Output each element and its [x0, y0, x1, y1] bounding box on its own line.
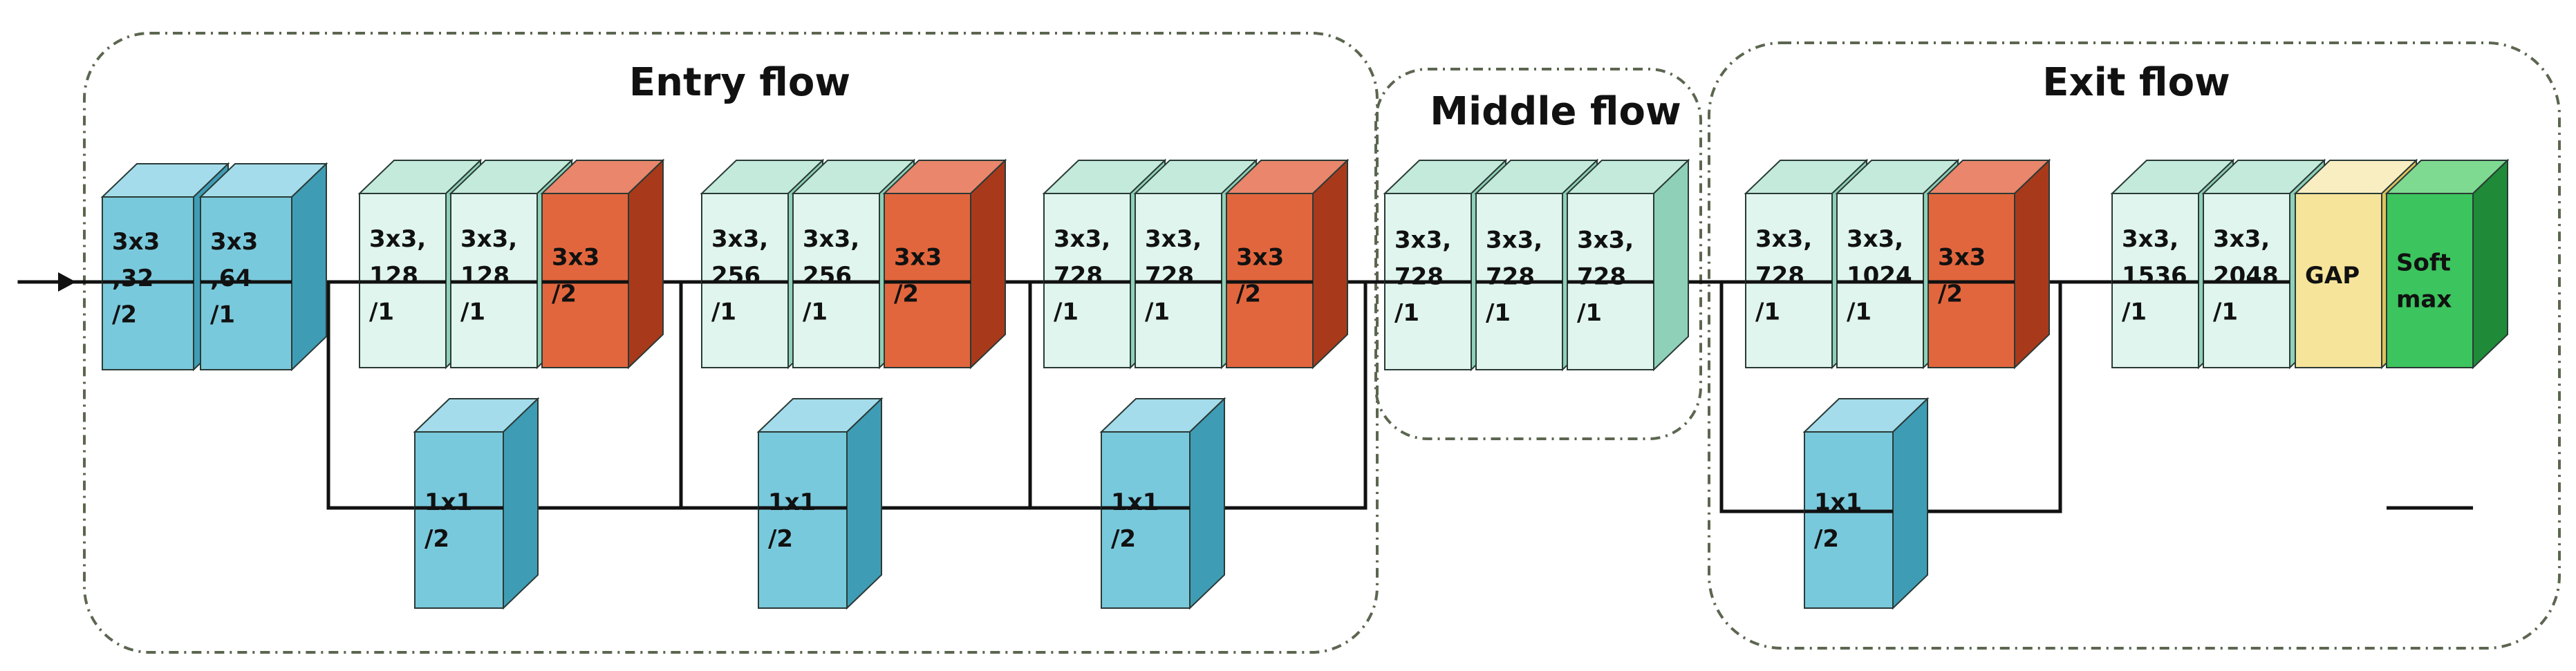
block-e3a-label-1: 3x3, [1054, 225, 1110, 253]
block-m2-label-1: 3x3, [1486, 227, 1542, 254]
block-c1-label-1: 3x3 [112, 228, 160, 256]
block-e2a-label-1: 3x3, [711, 225, 768, 253]
input-arrow-icon [58, 272, 76, 292]
block-s2-label-2: /2 [768, 525, 793, 553]
block-s1-side-face [503, 397, 539, 610]
block-e1p-side-face [628, 158, 664, 370]
block-soft-label-1: Soft [2396, 249, 2451, 277]
block-gap-label-1: GAP [2305, 262, 2360, 290]
block-e2a-label-3: /1 [711, 299, 736, 326]
block-e3a-label-3: /1 [1054, 299, 1079, 326]
block-x4-label-3: /1 [2213, 299, 2238, 326]
block-s4: 1x1/2 [1802, 397, 1930, 610]
section-middle-box [1374, 68, 1702, 440]
block-s2-label-1: 1x1 [768, 489, 816, 516]
block-e1a-label-2: 128 [369, 262, 418, 290]
block-x1-label-1: 3x3, [1755, 225, 1812, 253]
block-m1-label-1: 3x3, [1394, 227, 1451, 254]
block-x1-label-2: 728 [1755, 262, 1804, 290]
block-e2b-label-1: 3x3, [803, 225, 859, 253]
block-xp-label-1: 3x3 [1938, 244, 1986, 272]
block-soft-front-face [2386, 193, 2474, 368]
block-s4-label-2: /2 [1814, 525, 1839, 553]
block-m3-label-1: 3x3, [1577, 227, 1634, 254]
block-e2a-label-2: 256 [711, 262, 760, 290]
block-gap-front-face [2295, 193, 2382, 368]
block-m2-label-3: /1 [1486, 299, 1511, 327]
block-e3p-side-face [1312, 158, 1348, 370]
block-s1-label-1: 1x1 [424, 489, 472, 516]
block-s1: 1x1/2 [413, 397, 540, 610]
block-c2-label-3: /1 [210, 301, 235, 329]
section-exit-title: Exit flow [2042, 60, 2230, 105]
block-xp-label-2: /2 [1938, 280, 1963, 308]
block-e1b-label-3: /1 [460, 299, 485, 326]
section-middle-title: Middle flow [1430, 89, 1681, 134]
block-x2-label-3: /1 [1847, 299, 1872, 326]
block-e1a-label-1: 3x3, [369, 225, 426, 253]
block-m2-label-2: 728 [1486, 263, 1535, 290]
block-s1-front-face [414, 431, 504, 609]
block-e1p-label-1: 3x3 [552, 244, 599, 272]
block-x2-label-1: 3x3, [1847, 225, 1903, 253]
block-e3p-label-1: 3x3 [1236, 244, 1284, 272]
block-e3b-label-2: 728 [1145, 262, 1194, 290]
block-m1-label-3: /1 [1394, 299, 1419, 327]
block-x4-label-2: 2048 [2213, 262, 2279, 290]
block-c2: 3x3 ,64/1 [198, 162, 328, 372]
block-e3p: 3x3/2 [1224, 158, 1350, 370]
block-s4-front-face [1804, 431, 1894, 609]
block-x3-label-2: 1536 [2122, 262, 2187, 290]
block-e3p-label-2: /2 [1236, 280, 1261, 308]
section-entry-title: Entry flow [629, 60, 850, 105]
block-e2b-label-2: 256 [803, 262, 852, 290]
block-xp: 3x3/2 [1926, 158, 2051, 370]
block-s3-label-2: /2 [1111, 525, 1136, 553]
block-s3-label-1: 1x1 [1111, 489, 1159, 516]
block-c1-label-2: ,32 [112, 265, 153, 292]
block-s2: 1x1/2 [756, 397, 884, 610]
block-m3-label-2: 728 [1577, 263, 1626, 290]
block-m3: 3x3, 728/1 [1565, 158, 1690, 372]
section-exit-box [1708, 41, 2561, 650]
block-x1-label-3: /1 [1755, 299, 1780, 326]
block-e2p-side-face [970, 158, 1006, 370]
block-soft-label-2: max [2396, 285, 2452, 313]
block-c2-label-2: ,64 [210, 265, 252, 292]
block-e1b-label-1: 3x3, [460, 225, 517, 253]
block-s2-front-face [758, 431, 848, 609]
block-e2p-label-1: 3x3 [894, 244, 942, 272]
block-c2-side-face [291, 162, 327, 372]
block-c1-label-3: /2 [112, 301, 137, 329]
block-e1b-label-2: 128 [460, 262, 510, 290]
block-m3-label-3: /1 [1577, 299, 1602, 327]
block-c2-label-1: 3x3 [210, 228, 258, 256]
block-s4-side-face [1892, 397, 1928, 610]
block-e1p-label-2: /2 [552, 280, 577, 308]
block-s2-side-face [846, 397, 882, 610]
block-xp-side-face [2014, 158, 2050, 370]
block-e3b-label-3: /1 [1145, 299, 1170, 326]
block-x4-label-1: 3x3, [2213, 225, 2270, 253]
block-e3a-label-2: 728 [1054, 262, 1103, 290]
block-s3: 1x1/2 [1099, 397, 1226, 610]
block-x3-label-1: 3x3, [2122, 225, 2178, 253]
block-soft-side-face [2472, 158, 2508, 370]
block-e2b-label-3: /1 [803, 299, 828, 326]
block-e1a-label-3: /1 [369, 299, 394, 326]
block-s1-label-2: /2 [424, 525, 449, 553]
block-e1p: 3x3/2 [540, 158, 665, 370]
block-e2p-label-2: /2 [894, 280, 919, 308]
block-s4-label-1: 1x1 [1814, 489, 1862, 516]
block-e3b-label-1: 3x3, [1145, 225, 1202, 253]
block-x2-label-2: 1024 [1847, 262, 1912, 290]
block-x3-label-3: /1 [2122, 299, 2147, 326]
block-soft: Soft max [2384, 158, 2510, 510]
block-s3-side-face [1189, 397, 1225, 610]
block-e2p: 3x3/2 [882, 158, 1007, 370]
block-s3-front-face [1101, 431, 1191, 609]
block-m3-side-face [1653, 158, 1689, 372]
block-m1-label-2: 728 [1394, 263, 1444, 290]
